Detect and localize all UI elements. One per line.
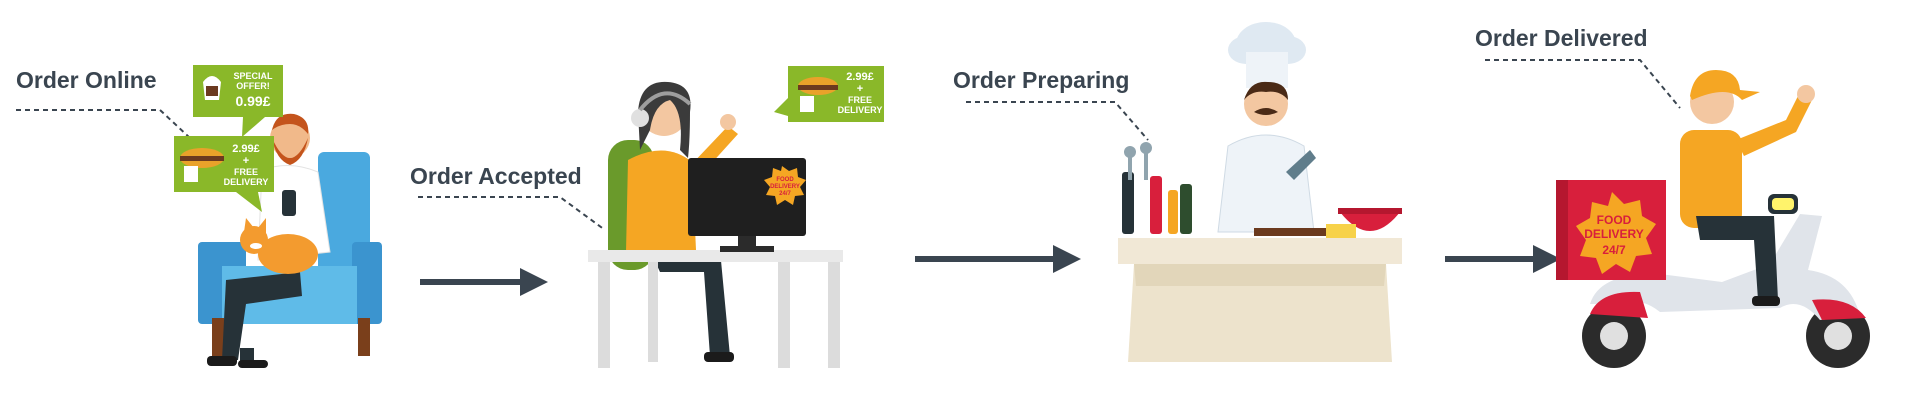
step-label-order-accepted: Order Accepted: [410, 163, 582, 189]
bubble1-free: FREE: [234, 167, 258, 177]
bubble2-price: 2.99£: [846, 71, 874, 83]
bubble2-plus: +: [857, 83, 863, 95]
bubble1-price: 2.99£: [232, 143, 260, 155]
flow-arrow-3: [1445, 245, 1561, 273]
customer-ordering-illustration: [198, 113, 382, 368]
monitor-badge-line2: DELIVERY: [770, 184, 800, 190]
scooter-food-delivery-badge: FOOD DELIVERY 24/7: [1576, 192, 1656, 274]
bubble1-plus: +: [243, 155, 249, 167]
chef-cooking-illustration: [1118, 22, 1402, 362]
leader-order-online: [16, 109, 191, 139]
scooter-badge-line2: DELIVERY: [1584, 227, 1644, 241]
leader-order-accepted: [418, 196, 606, 231]
step-label-order-preparing: Order Preparing: [953, 67, 1130, 93]
leader-order-preparing: [966, 101, 1149, 141]
special-offer-price: 0.99£: [235, 93, 270, 109]
free-delivery-bubble-1: 2.99£ + FREE DELIVERY: [174, 136, 274, 212]
leader-order-delivered: [1485, 59, 1681, 109]
monitor-food-delivery-badge: FOOD DELIVERY 24/7: [764, 166, 806, 205]
monitor-badge-line1: FOOD: [776, 177, 794, 183]
free-delivery-bubble-2: 2.99£ + FREE DELIVERY: [774, 66, 884, 122]
flow-arrow-1: [420, 268, 548, 296]
monitor-badge-line3: 24/7: [779, 191, 791, 197]
special-offer-line2: OFFER!: [236, 81, 270, 91]
bubble1-delivery: DELIVERY: [224, 177, 269, 187]
bubble2-delivery: DELIVERY: [838, 105, 883, 115]
bubble2-free: FREE: [848, 95, 872, 105]
flow-arrow-2: [915, 245, 1081, 273]
step-label-order-delivered: Order Delivered: [1475, 25, 1648, 51]
scooter-badge-line1: FOOD: [1597, 213, 1632, 227]
operator-at-desk-illustration: [588, 81, 843, 368]
special-offer-line1: SPECIAL: [233, 71, 273, 81]
step-label-order-online: Order Online: [16, 67, 157, 93]
special-offer-bubble: SPECIAL OFFER! 0.99£: [193, 65, 283, 137]
scooter-badge-line3: 24/7: [1602, 243, 1626, 257]
